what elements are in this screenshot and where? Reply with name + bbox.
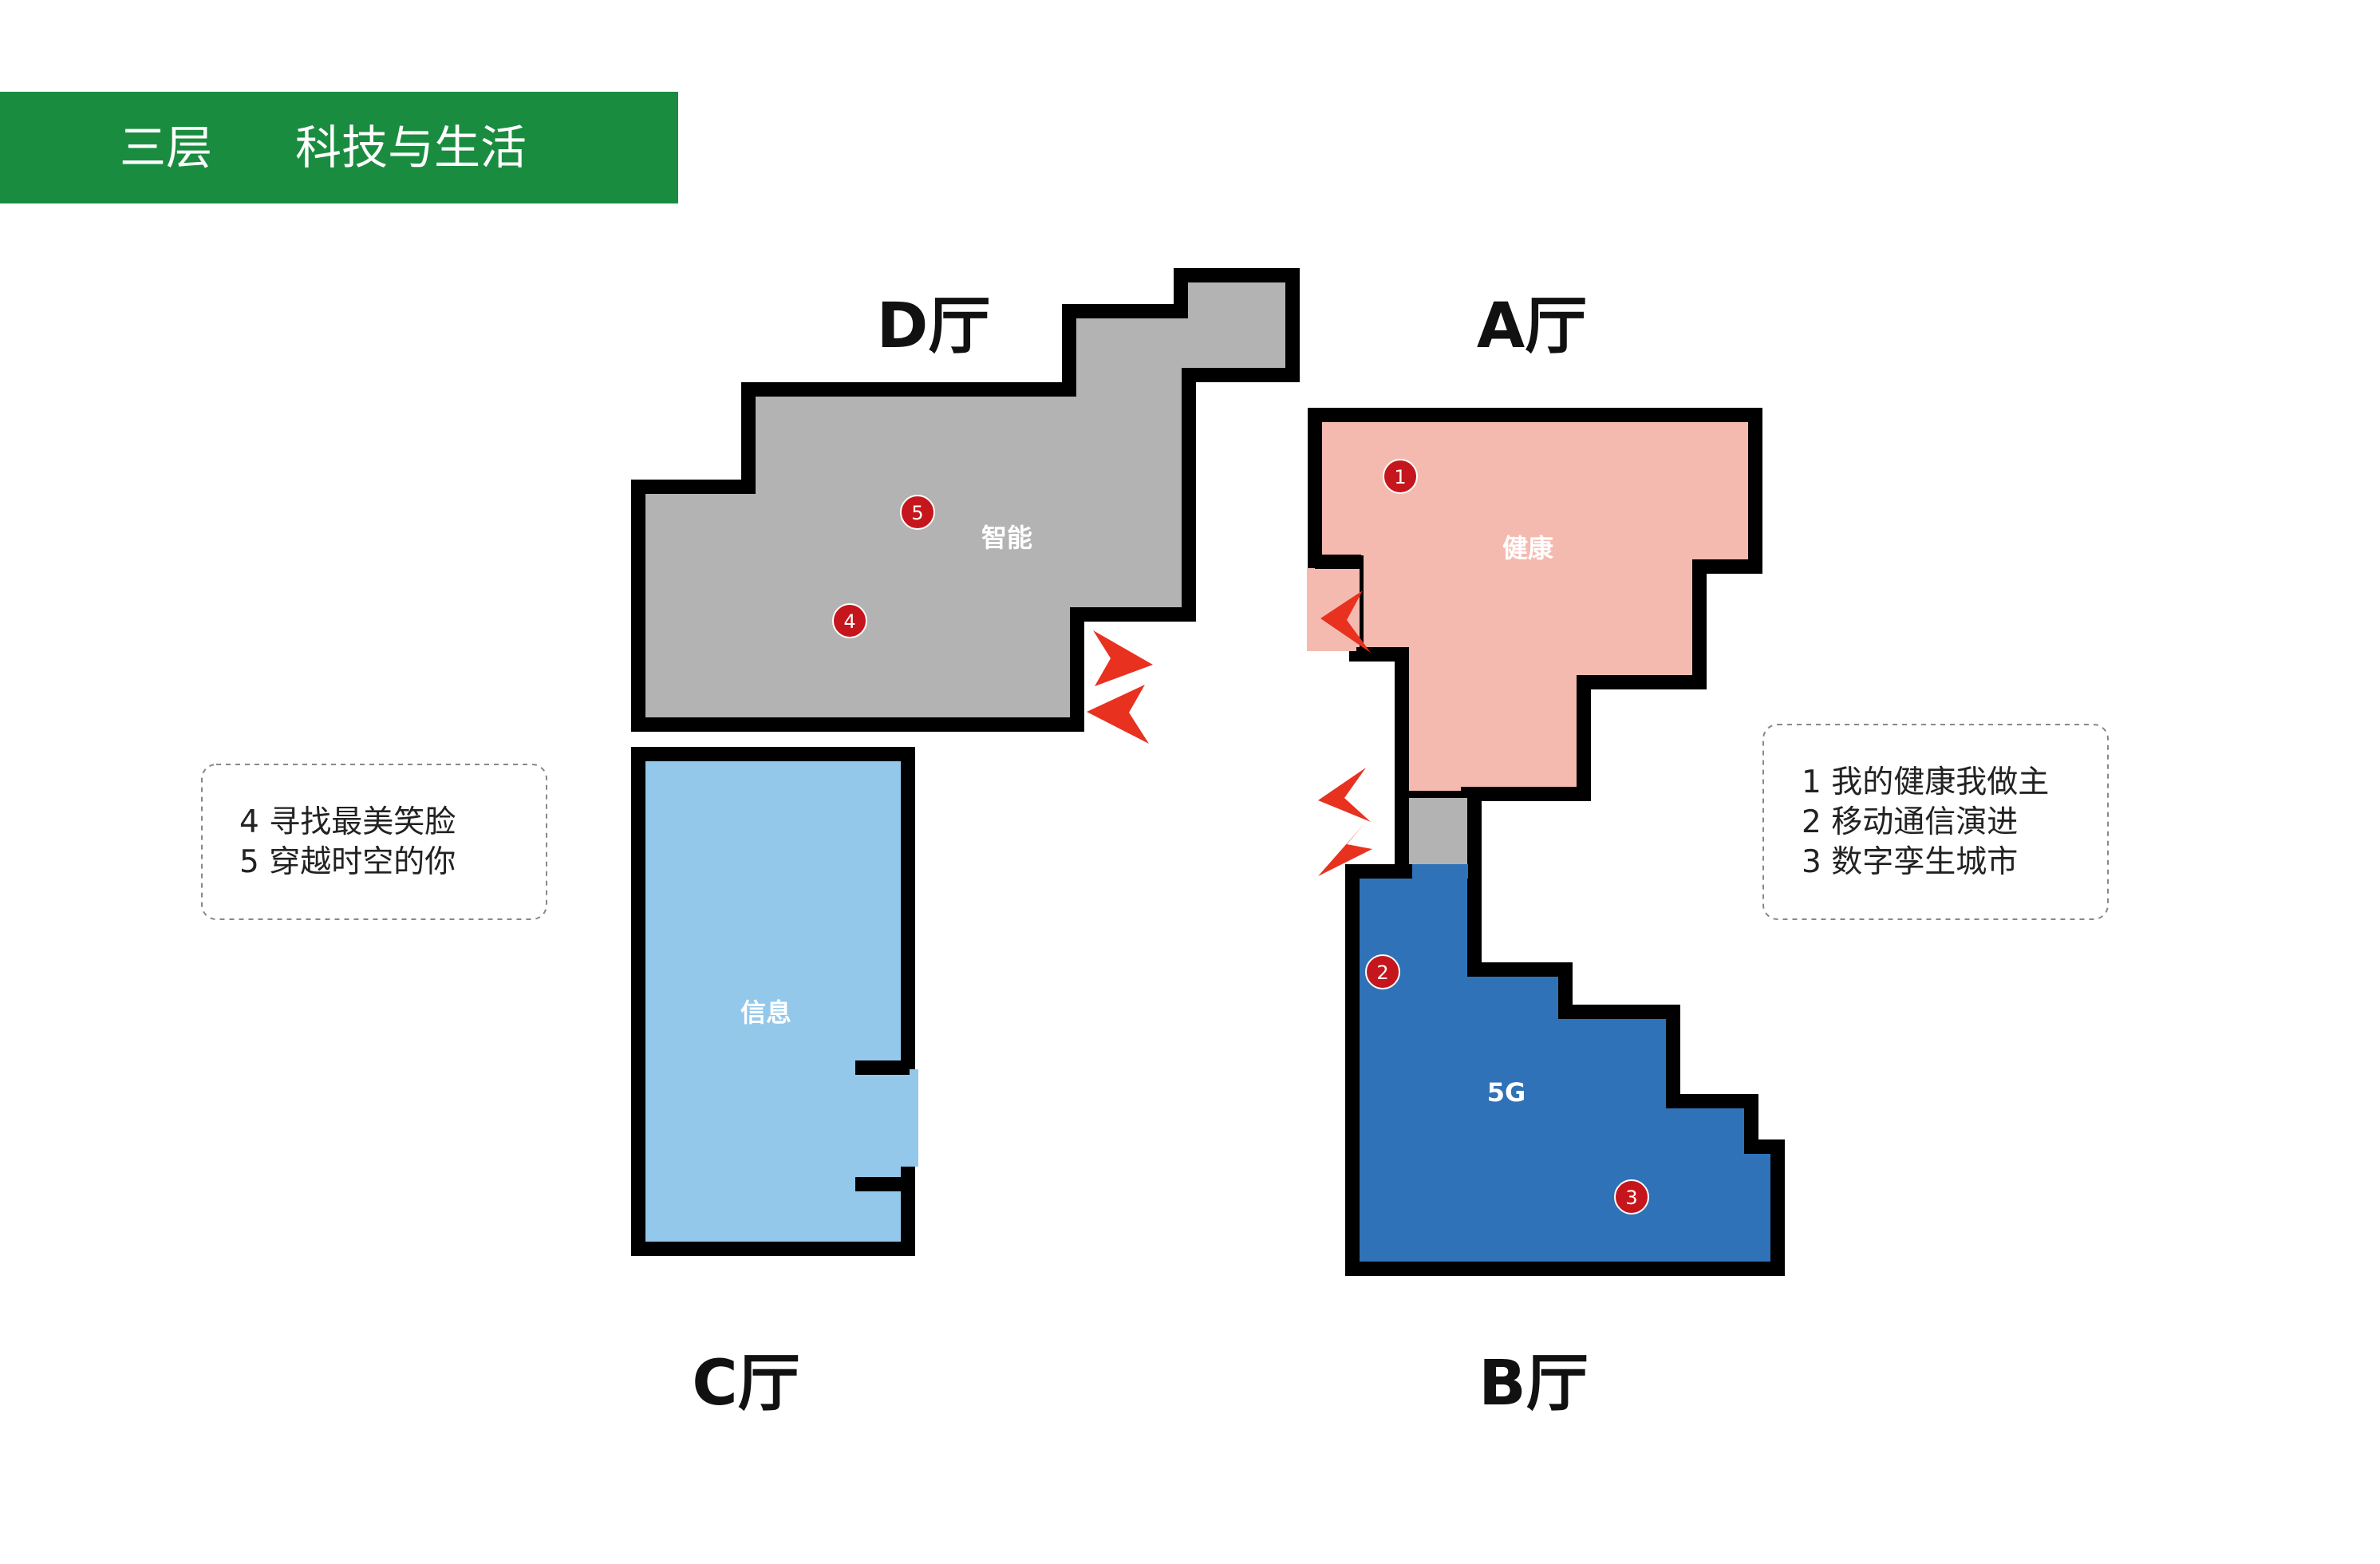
marker-5: 5 bbox=[900, 495, 935, 530]
legend-left-item-5: 5 穿越时空的你 bbox=[239, 844, 456, 880]
legend-right-item-1: 1 我的健康我做主 bbox=[1802, 764, 2049, 800]
legend-left-item-4: 4 寻找最美笑脸 bbox=[239, 804, 456, 840]
theme-label: 科技与生活 bbox=[295, 120, 527, 175]
marker-3: 3 bbox=[1614, 1179, 1649, 1214]
arrow-d-lower bbox=[1087, 685, 1149, 744]
corridor-a-b bbox=[1402, 798, 1468, 870]
marker-3-number: 3 bbox=[1625, 1187, 1637, 1209]
legend-right-box bbox=[1762, 724, 2109, 920]
legend-right-item-2: 2 移动通信演进 bbox=[1802, 804, 2018, 840]
hall-c-floor bbox=[631, 747, 915, 1256]
marker-1-number: 1 bbox=[1394, 466, 1406, 488]
legend-left-box bbox=[201, 764, 547, 920]
marker-5-number: 5 bbox=[911, 502, 923, 524]
hall-b-floor bbox=[1345, 864, 1785, 1276]
zone-label-b: 5G bbox=[1487, 1077, 1526, 1108]
marker-2: 2 bbox=[1365, 954, 1400, 989]
corridor-b-join bbox=[1407, 864, 1468, 879]
hall-c-doorway bbox=[898, 1069, 918, 1167]
hall-title-c: C厅 bbox=[692, 1348, 799, 1420]
marker-1: 1 bbox=[1383, 459, 1418, 494]
zone-label-c: 信息 bbox=[740, 997, 791, 1028]
marker-4: 4 bbox=[832, 603, 867, 638]
hall-title-a: A厅 bbox=[1477, 290, 1587, 362]
arrow-corridor-upper bbox=[1318, 768, 1371, 822]
floor-label: 三层 bbox=[120, 120, 212, 175]
zone-label-a: 健康 bbox=[1502, 533, 1554, 563]
marker-4-number: 4 bbox=[843, 610, 855, 633]
legend-right-item-3: 3 数字孪生城市 bbox=[1802, 844, 2018, 880]
title-banner bbox=[0, 92, 678, 203]
marker-2-number: 2 bbox=[1376, 962, 1388, 984]
arrow-d-upper bbox=[1093, 630, 1153, 686]
hall-a-floor bbox=[1308, 408, 1762, 805]
hall-title-d: D厅 bbox=[877, 290, 991, 362]
zone-label-d: 智能 bbox=[981, 523, 1032, 553]
hall-title-b: B厅 bbox=[1478, 1348, 1588, 1420]
hall-d-floor bbox=[631, 268, 1300, 732]
arrow-a-door bbox=[1320, 590, 1371, 653]
arrow-corridor-lower bbox=[1318, 822, 1372, 876]
